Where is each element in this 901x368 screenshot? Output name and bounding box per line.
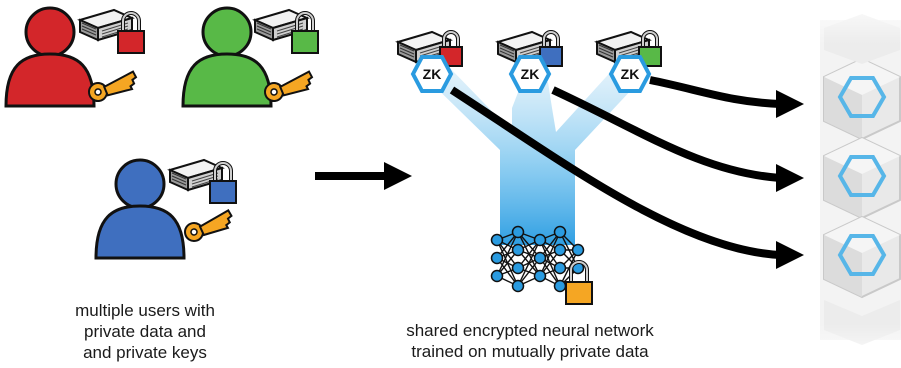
arrow-to-chain-3 bbox=[449, 86, 804, 269]
zk-badge-label: ZK bbox=[621, 66, 640, 82]
users-caption-line-2: private data and bbox=[84, 322, 206, 341]
zk-badge-2: ZK bbox=[508, 55, 552, 93]
arrow-to-network bbox=[315, 162, 412, 190]
red-key-icon bbox=[85, 70, 140, 104]
network-neuron bbox=[533, 251, 547, 265]
network-edge bbox=[539, 231, 561, 277]
green-lock-icon bbox=[291, 11, 319, 54]
network-caption-line-1: shared encrypted neural network bbox=[406, 321, 654, 340]
network-neuron bbox=[553, 261, 567, 275]
green-key-icon bbox=[261, 70, 316, 104]
network-neuron bbox=[533, 269, 547, 283]
users-caption-line-3: and private keys bbox=[83, 343, 207, 362]
users-caption-line-1: multiple users with bbox=[75, 301, 215, 320]
zk-badge-1: ZK bbox=[410, 55, 454, 93]
network-neuron bbox=[553, 279, 567, 293]
network-blue-lock-icon bbox=[539, 30, 563, 67]
blue-lock-icon bbox=[209, 161, 237, 204]
network-edge bbox=[517, 239, 541, 287]
network-neuron bbox=[533, 233, 547, 247]
network-neuron bbox=[490, 251, 504, 265]
network-neuron bbox=[553, 225, 567, 239]
network-lock-icon bbox=[565, 260, 593, 305]
network-neuron bbox=[511, 243, 525, 257]
neural-network-icon bbox=[490, 225, 585, 293]
network-neuron bbox=[553, 243, 567, 257]
users-caption: multiple users with private data and and… bbox=[30, 300, 260, 363]
network-edge bbox=[559, 249, 579, 287]
red-lock-icon bbox=[117, 11, 145, 54]
network-neuron bbox=[511, 261, 525, 275]
blockchain bbox=[815, 0, 901, 368]
network-edge bbox=[496, 231, 519, 277]
network-neuron bbox=[490, 233, 504, 247]
arrow-to-chain-2 bbox=[551, 86, 804, 192]
network-neuron bbox=[490, 269, 504, 283]
network-neuron bbox=[571, 243, 585, 257]
network-caption: shared encrypted neural network trained … bbox=[380, 320, 680, 362]
zk-badge-label: ZK bbox=[423, 66, 442, 82]
network-neuron bbox=[511, 225, 525, 239]
blue-key-icon bbox=[181, 208, 236, 244]
arrow-to-chain-1 bbox=[649, 76, 804, 118]
network-caption-line-2: trained on mutually private data bbox=[411, 342, 649, 361]
zk-badge-3: ZK bbox=[608, 55, 652, 93]
network-neuron bbox=[511, 279, 525, 293]
zk-badge-label: ZK bbox=[521, 66, 540, 82]
